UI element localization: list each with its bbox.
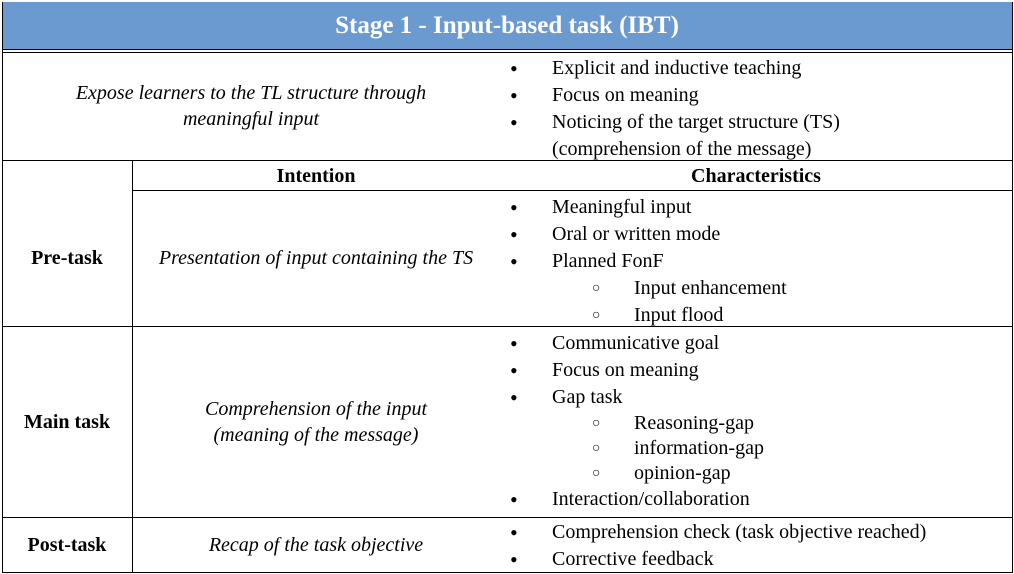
- objective-list: Explicit and inductive teaching Focus on…: [510, 55, 1010, 163]
- list-item: Oral or written mode: [510, 221, 1010, 248]
- phase-post-task: Post-task: [27, 533, 107, 556]
- pre-task-list: Meaningful input Oral or written mode Pl…: [510, 194, 1010, 329]
- list-item: Explicit and inductive teaching: [510, 55, 1010, 82]
- list-item: Interaction/collaboration: [510, 486, 1010, 513]
- list-item: Planned FonF: [510, 248, 1010, 275]
- intention-main-task: Comprehension of the input (meaning of t…: [204, 397, 428, 446]
- sub-list-item: Input flood: [510, 302, 1010, 329]
- sub-list-item: Input enhancement: [510, 275, 1010, 302]
- sub-list-item: opinion-gap: [510, 461, 1010, 486]
- sub-list-item: information-gap: [510, 436, 1010, 461]
- intention-post-task: Recap of the task objective: [208, 533, 424, 556]
- phase-main-task: Main task: [23, 410, 111, 433]
- list-item: Focus on meaning: [510, 357, 1010, 384]
- list-item: Communicative goal: [510, 330, 1010, 357]
- characteristics-header: Characteristics: [691, 165, 821, 187]
- list-item: Corrective feedback: [510, 546, 1010, 573]
- table-title: Stage 1 - Input-based task (IBT): [2, 2, 1012, 49]
- intention-header: Intention: [276, 165, 356, 187]
- list-item: (comprehension of the message): [552, 138, 812, 160]
- list-item: Focus on meaning: [510, 82, 1010, 109]
- sub-list-item: Reasoning-gap: [510, 411, 1010, 436]
- list-item: Meaningful input: [510, 194, 1010, 221]
- phase-pre-task: Pre-task: [31, 247, 103, 269]
- list-item: Gap task: [510, 384, 1010, 411]
- main-task-list: Communicative goal Focus on meaning Gap …: [510, 330, 1010, 513]
- post-task-list: Comprehension check (task objective reac…: [510, 519, 1010, 573]
- list-item: Noticing of the target structure (TS): [510, 109, 1010, 136]
- intention-pre-task: Presentation of input containing the TS: [158, 247, 474, 269]
- stage-objective: Expose learners to the TL structure thro…: [75, 82, 427, 130]
- list-item: Comprehension check (task objective reac…: [510, 519, 1010, 546]
